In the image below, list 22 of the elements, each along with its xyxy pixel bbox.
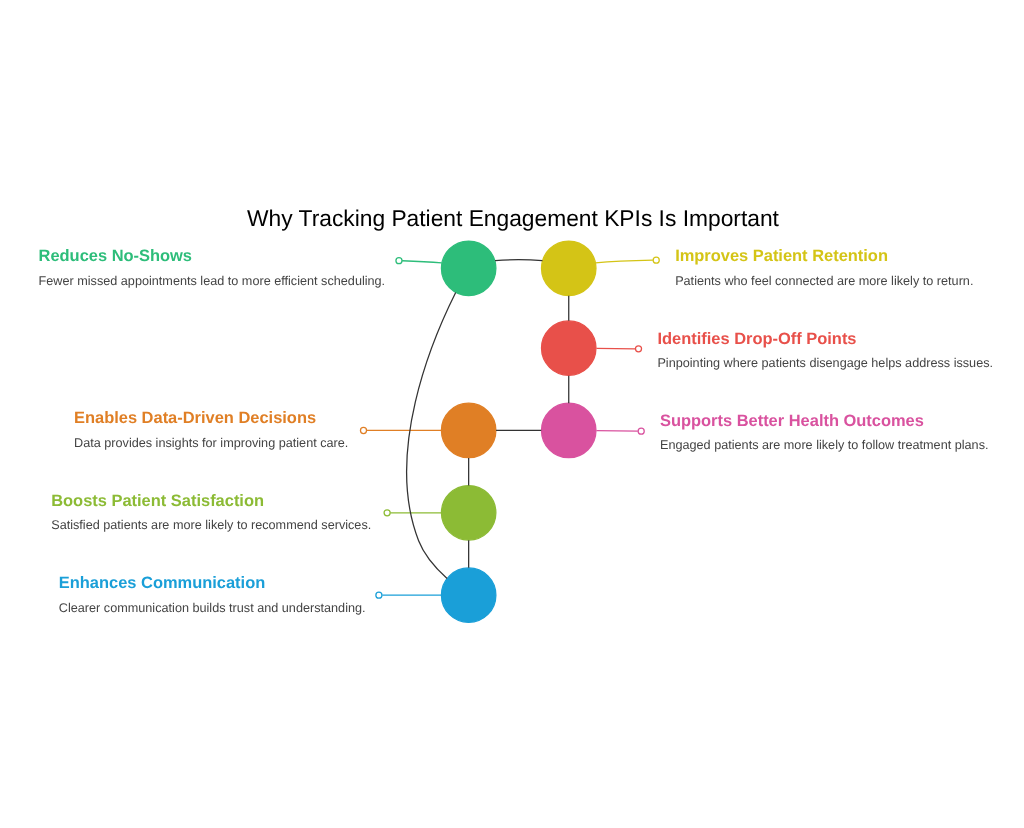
connector xyxy=(567,375,569,404)
connector xyxy=(494,429,541,432)
connector xyxy=(493,259,543,262)
connector xyxy=(405,291,456,580)
connector xyxy=(593,256,659,264)
diagram-title: Why Tracking Patient Engagement KPIs Is Important xyxy=(246,208,778,233)
connector xyxy=(358,426,441,435)
node-circle xyxy=(539,402,596,459)
connector xyxy=(374,591,441,599)
node-circle xyxy=(439,484,496,541)
connector xyxy=(394,256,442,265)
connector xyxy=(594,345,642,353)
connector xyxy=(594,427,644,435)
connector xyxy=(467,457,469,487)
node-circle xyxy=(439,402,496,459)
connector xyxy=(467,539,469,569)
connector xyxy=(567,295,569,322)
connector xyxy=(382,509,441,517)
node-circle xyxy=(439,240,496,297)
node-circle xyxy=(439,567,496,624)
node-circle xyxy=(539,320,596,376)
node-circle xyxy=(539,240,596,297)
